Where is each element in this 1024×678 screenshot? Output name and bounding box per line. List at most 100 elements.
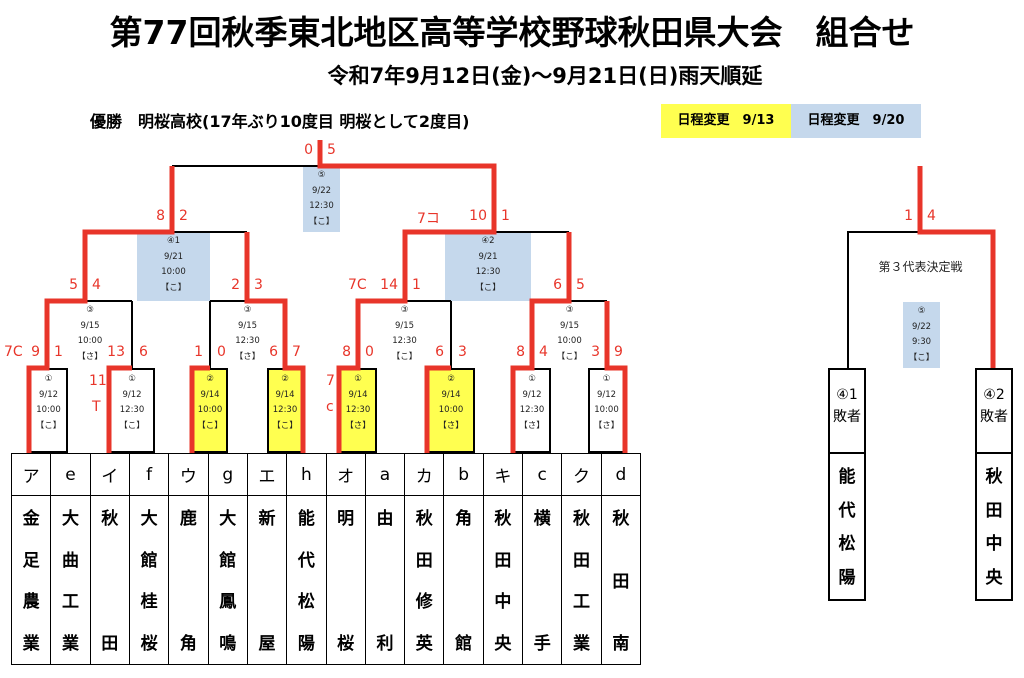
match-venue: 【こ】 — [475, 282, 501, 293]
match-id: ② — [281, 374, 289, 384]
match-venue: 【こ】 — [272, 420, 298, 431]
match-id: ④1 — [166, 236, 181, 246]
match-id: ② — [447, 374, 455, 384]
match-venue: 【さ】 — [77, 351, 103, 362]
score-left: 10 — [469, 208, 487, 224]
match-venue: 【こ】 — [308, 216, 335, 227]
match-id: ④2 — [481, 236, 495, 246]
score-right: 1 — [54, 344, 63, 360]
team-slot: e — [50, 453, 91, 496]
match-time: 12:30 — [309, 201, 334, 211]
match-venue: 【さ】 — [438, 420, 464, 431]
team-name: 秋田南 — [600, 495, 642, 665]
page-title: 第77回秋季東北地区高等学校野球秋田県大会 組合せ — [109, 13, 915, 52]
team-slot: ウ — [168, 453, 209, 496]
match-date: 9/12 — [38, 389, 59, 400]
team-name: 明桜 — [325, 495, 366, 665]
annotation: T — [92, 399, 101, 415]
match-venue: 【さ】 — [345, 420, 371, 431]
match-venue: 【さ】 — [234, 351, 261, 362]
match-date: 9/12 — [122, 389, 142, 400]
third-right-team: 秋田中央 — [985, 467, 1003, 588]
third-left-team-box: 能代松陽 — [828, 452, 866, 601]
score-right: 4 — [927, 208, 936, 224]
match-venue: 【こ】 — [160, 282, 187, 293]
match-id: ② — [206, 374, 214, 384]
match-id: ① — [528, 374, 536, 384]
score-right: 0 — [217, 344, 226, 360]
match-time: 12:30 — [272, 405, 298, 415]
score-left: 8 — [342, 344, 351, 360]
score-left: 5 — [69, 277, 78, 293]
match-venue: 【さ】 — [519, 420, 545, 431]
annotation: 11 — [89, 373, 107, 389]
match-id: ③ — [400, 305, 409, 315]
match-date: 9/21 — [478, 251, 498, 262]
score-left: 13 — [107, 344, 125, 360]
third-left-seed-box: ④1 敗者 — [828, 368, 866, 454]
team-slot: カ — [404, 453, 445, 496]
match-venue: 【こ】 — [908, 352, 935, 363]
third-place-title: 第３代表決定戦 — [878, 260, 963, 274]
match-id: ⑤ — [317, 170, 326, 180]
match-date: 9/15 — [80, 320, 100, 331]
match-id: ① — [354, 374, 362, 384]
champion-text: 優勝 明桜高校(17年ぶり10度目 明桜として2度目) — [90, 112, 470, 131]
team-slot: c — [522, 453, 563, 496]
team-name: 角館 — [443, 495, 484, 665]
team-name: 秋田中央 — [482, 495, 524, 665]
match-venue: 【さ】 — [593, 420, 620, 431]
team-name: 大館桂桜 — [128, 495, 170, 665]
match-venue: 【こ】 — [197, 420, 223, 431]
score-left: 0 — [304, 142, 313, 158]
team-slot: エ — [246, 453, 288, 496]
match-date: 9/15 — [237, 320, 258, 331]
match-date: 9/14 — [200, 389, 220, 400]
team-name: 秋田工業 — [561, 495, 602, 665]
team-slot: ク — [561, 453, 602, 496]
team-name-row: 金足農業大曲工業秋田大館桂桜鹿角大館鳳鳴新屋能代松陽明桜由利秋田修英角館秋田中央… — [10, 495, 642, 665]
score-right: 5 — [327, 142, 336, 158]
score-right: 5 — [576, 277, 585, 293]
third-right-team-box: 秋田中央 — [975, 452, 1013, 601]
match-time: 10:00 — [36, 405, 61, 415]
match-date: 9/15 — [394, 320, 415, 331]
match-time: 10:00 — [594, 405, 619, 415]
annotation: c — [326, 399, 334, 415]
match-time: 10:00 — [161, 267, 186, 277]
match-time: 12:30 — [119, 405, 145, 415]
team-slot: f — [128, 453, 170, 496]
score-left: 1 — [194, 344, 203, 360]
team-slot: オ — [325, 453, 366, 496]
third-right-seed: ④2 — [983, 387, 1005, 403]
match-id: ③ — [243, 305, 252, 315]
third-left-team: 能代松陽 — [838, 467, 856, 588]
annotation: 7C — [4, 344, 23, 360]
match-time: 9:30 — [911, 337, 932, 347]
match-time: 12:30 — [345, 405, 371, 415]
score-right: 3 — [254, 277, 263, 293]
score-right: 0 — [365, 344, 374, 360]
team-name: 能代松陽 — [286, 495, 327, 665]
match-id: ③ — [565, 305, 574, 315]
score-right: 2 — [179, 208, 188, 224]
team-name: 鹿角 — [168, 495, 209, 665]
match-date: 9/15 — [559, 320, 580, 331]
third-left-seed: ④1 — [836, 387, 858, 403]
team-slot: イ — [89, 453, 130, 496]
match-venue: 【こ】 — [391, 351, 418, 362]
match-date: 9/12 — [522, 389, 542, 400]
match-time: 10:00 — [197, 405, 223, 415]
match-venue: 【こ】 — [119, 420, 145, 431]
match-venue: 【こ】 — [556, 351, 583, 362]
match-time: 12:30 — [519, 405, 545, 415]
score-left: 6 — [435, 344, 444, 360]
team-slot: キ — [482, 453, 524, 496]
